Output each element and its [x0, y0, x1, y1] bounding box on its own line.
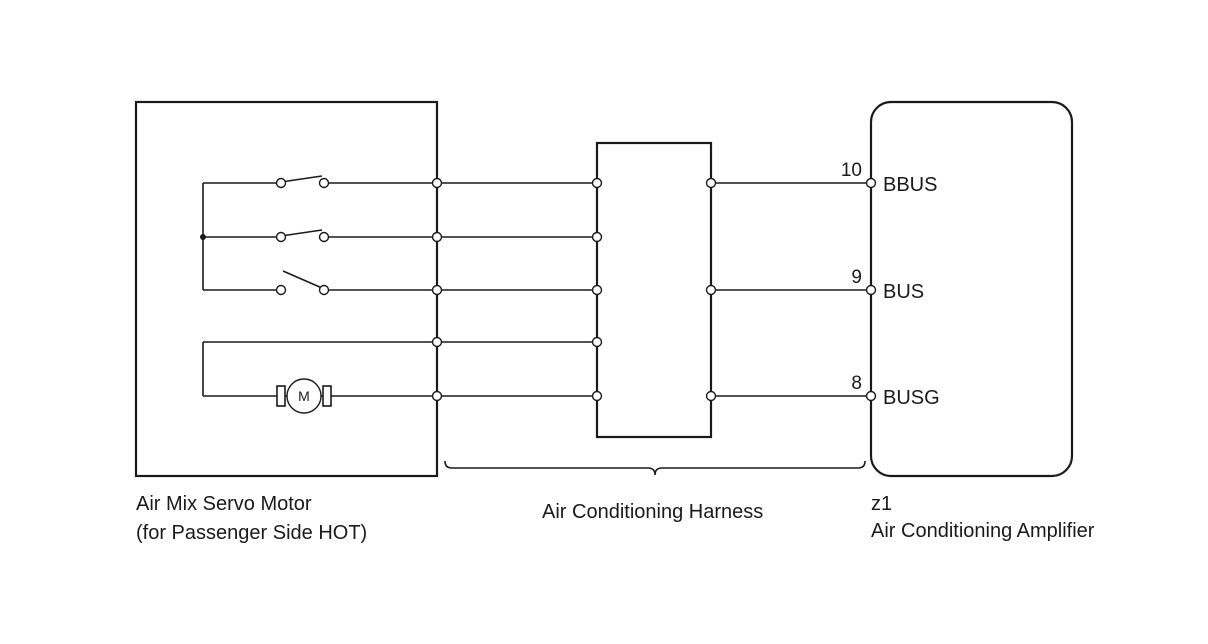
motor-icon: [286, 378, 322, 414]
servo-motor-box: [134, 100, 439, 478]
amplifier-label: Air Conditioning Amplifier: [871, 520, 1095, 542]
pin-name-busg: BUSG: [883, 387, 940, 409]
harness-label: Air Conditioning Harness: [542, 501, 763, 523]
motor-circuit: [202, 341, 437, 407]
position-switch-2: [203, 229, 437, 243]
servo-connector-terminals: [431, 177, 443, 402]
pin-number-busg: 8: [851, 373, 862, 394]
harness-to-amplifier-wires: [715, 182, 867, 397]
pin-number-bus: 9: [851, 267, 862, 288]
position-switch-1: [203, 175, 437, 189]
servo-motor-label-line2: (for Passenger Side HOT): [136, 522, 367, 544]
pin-name-bbus: BBUS: [883, 174, 937, 196]
pin-number-bbus: 10: [841, 160, 862, 181]
motor-to-harness-wires: [441, 182, 593, 397]
harness-left-terminals: [591, 177, 603, 402]
motor-symbol: M: [298, 388, 310, 404]
pin-name-bus: BUS: [883, 281, 924, 303]
position-switch-3: [203, 270, 437, 296]
harness-brace: [444, 460, 866, 476]
amplifier-terminals: [865, 177, 877, 402]
harness-right-terminals: [705, 177, 717, 402]
amplifier-connector-code: z1: [871, 493, 892, 515]
servo-motor-label-line1: Air Mix Servo Motor: [136, 493, 312, 515]
harness-box: [595, 141, 713, 439]
